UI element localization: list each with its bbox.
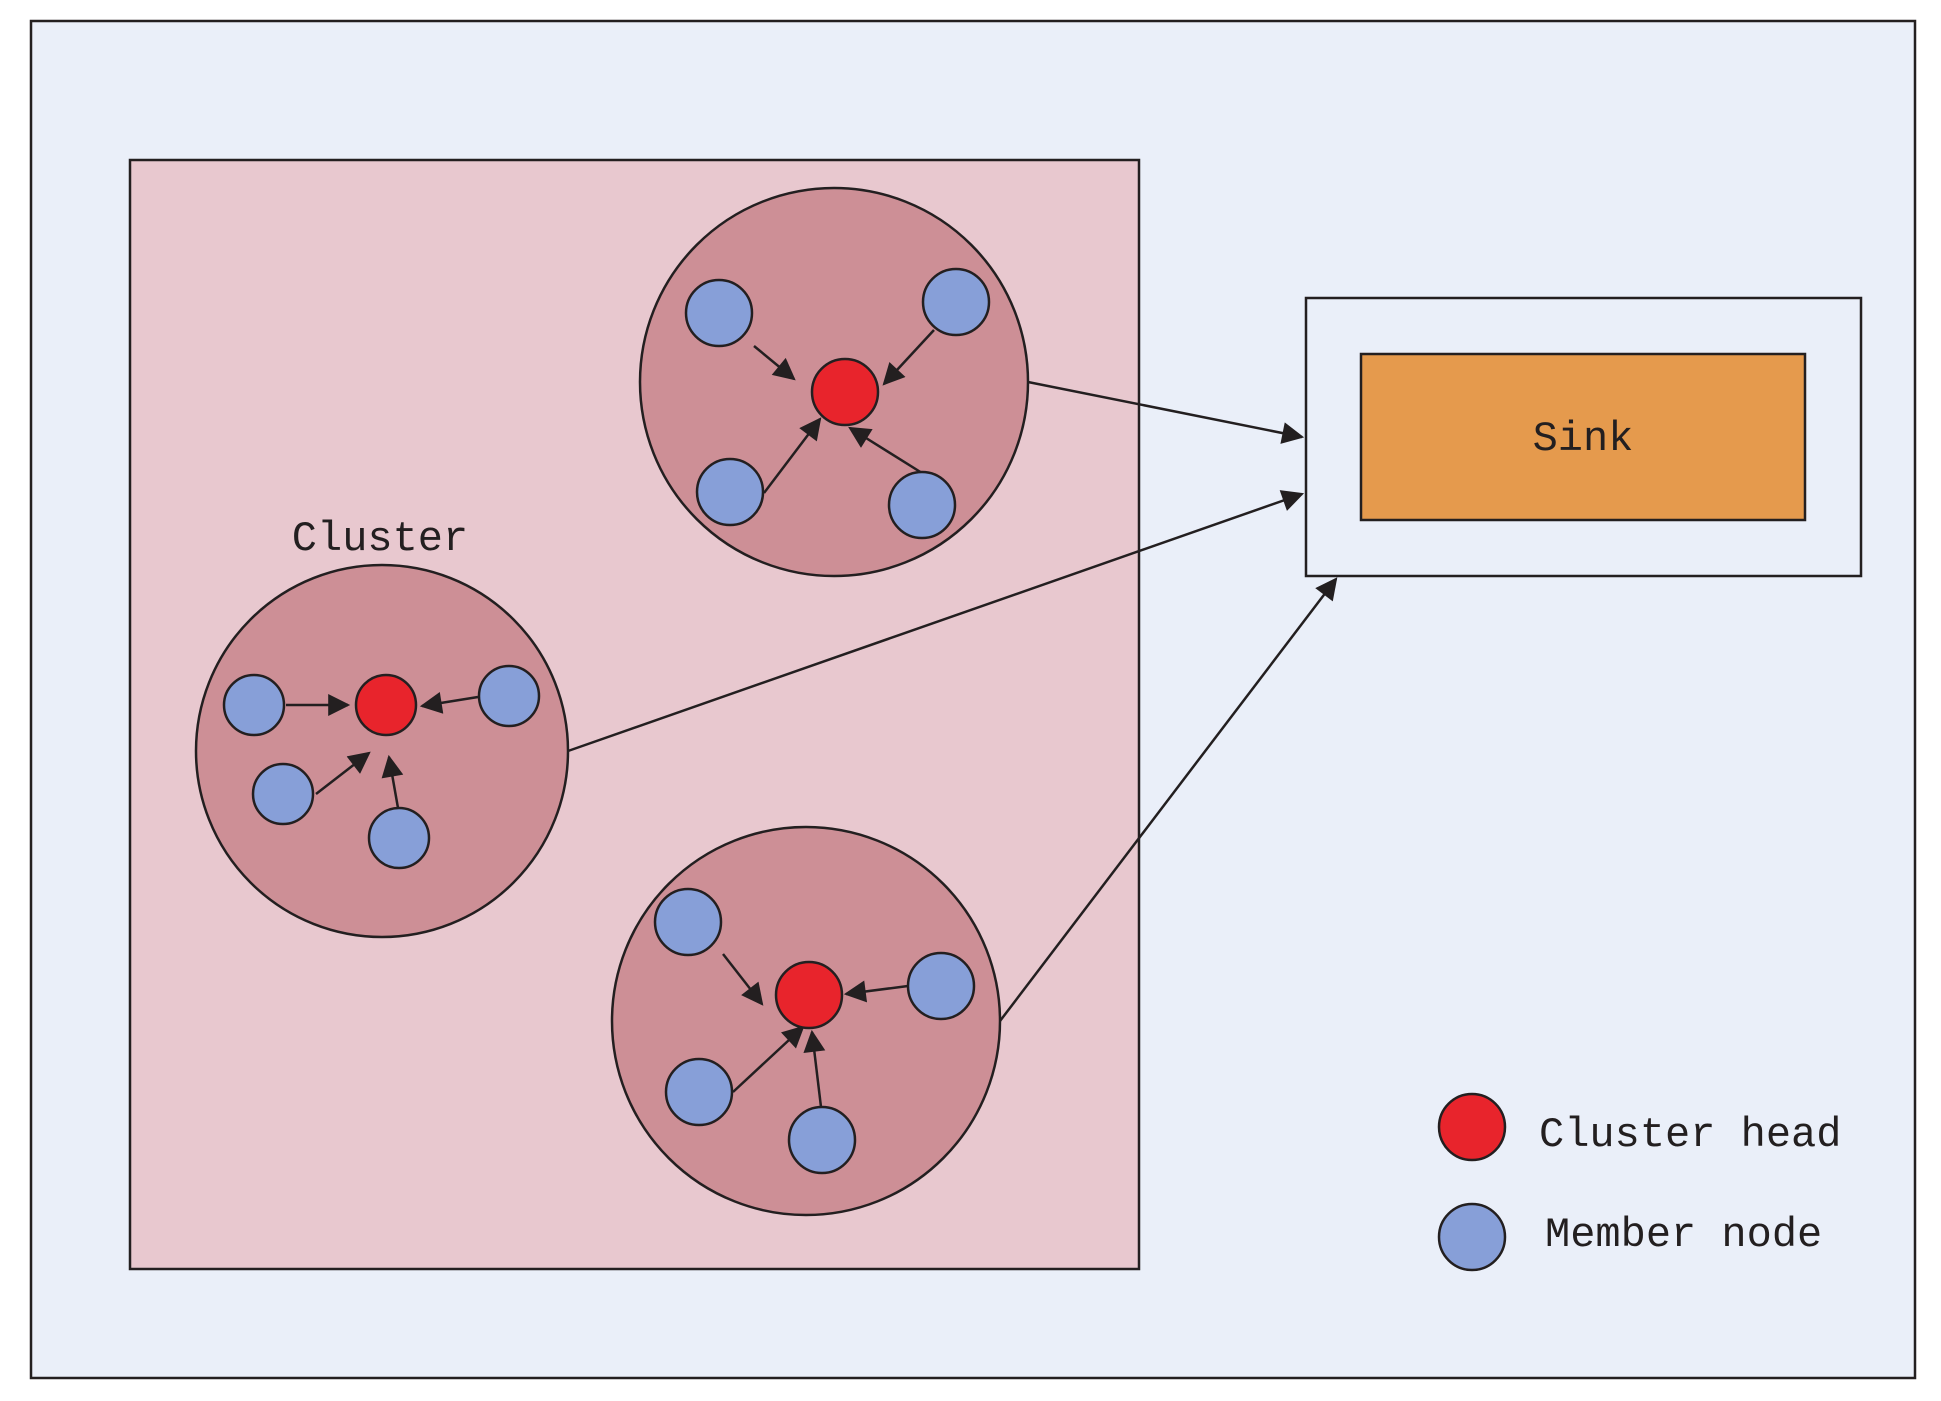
member-node — [653, 887, 723, 957]
cluster-bottom — [610, 825, 1002, 1217]
member-link — [803, 1029, 826, 1108]
member-link — [315, 751, 371, 795]
cluster-head-node — [774, 960, 844, 1030]
cluster-head-node — [354, 673, 418, 737]
member-node — [477, 664, 541, 728]
member-node — [251, 762, 315, 826]
member-node-swatch-icon — [1437, 1202, 1507, 1272]
legend-item-member-node: Member node — [1437, 1202, 1822, 1272]
legend-label-member-node: Member node — [1545, 1211, 1822, 1259]
member-link — [882, 329, 935, 386]
cluster-label: Cluster — [292, 515, 468, 563]
cluster-boundary — [194, 563, 570, 939]
member-node — [664, 1057, 734, 1127]
member-node — [695, 457, 765, 527]
member-node — [684, 278, 754, 348]
link-bottom-cluster-to-sink — [999, 577, 1338, 1022]
legend-item-cluster-head: Cluster head — [1437, 1092, 1841, 1162]
member-link — [848, 426, 923, 475]
member-node — [367, 806, 431, 870]
member-link — [753, 345, 796, 381]
sink-label: Sink — [1533, 415, 1634, 463]
member-link — [419, 691, 479, 714]
cluster-left — [194, 563, 570, 939]
cluster-top — [638, 186, 1030, 578]
sink-box — [1359, 352, 1807, 522]
cluster-head-swatch-icon — [1437, 1092, 1507, 1162]
link-top-cluster-to-sink — [1027, 380, 1305, 444]
intra-cluster-links — [286, 691, 479, 809]
member-node — [906, 951, 976, 1021]
sink-station: Sink — [1304, 296, 1863, 578]
member-node — [921, 267, 991, 337]
member-node — [787, 1105, 857, 1175]
member-link — [763, 417, 822, 494]
member-link — [843, 980, 909, 1003]
legend-label-cluster-head: Cluster head — [1539, 1111, 1841, 1159]
link-left-cluster-to-sink — [567, 490, 1305, 753]
member-link — [722, 953, 764, 1006]
member-node — [887, 470, 957, 540]
member-link — [732, 1025, 805, 1093]
cluster-to-sink-links — [567, 380, 1338, 1022]
intra-cluster-links — [722, 953, 909, 1108]
legend: Cluster head Member node — [1437, 1092, 1841, 1272]
intra-cluster-links — [753, 329, 935, 494]
member-link — [381, 754, 404, 809]
cluster-head-node — [810, 357, 880, 427]
member-node — [222, 673, 286, 737]
